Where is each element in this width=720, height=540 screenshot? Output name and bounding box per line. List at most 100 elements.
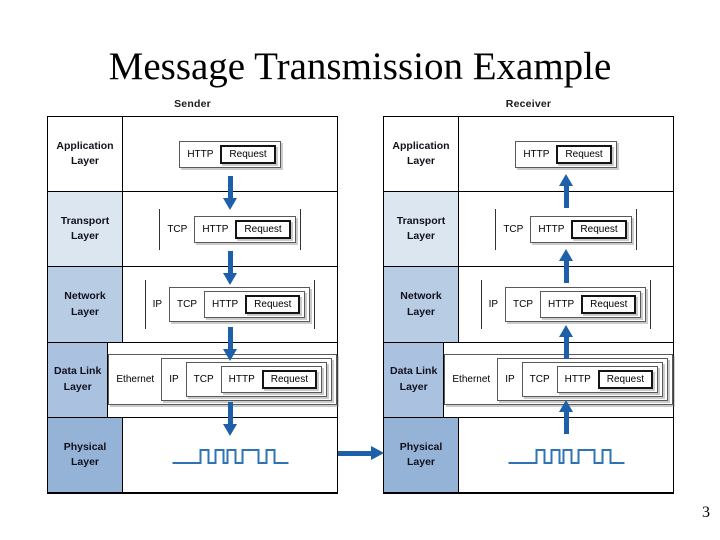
layer-label-line: Transport [396, 215, 446, 228]
packet-box: HTTP Request [194, 215, 296, 243]
packet-box: TCP HTTP Request [159, 208, 301, 250]
packet-segment-ethernet: Ethernet [116, 374, 155, 386]
arrow-head [223, 198, 237, 210]
page-number: 3 [702, 504, 710, 521]
layer-label-line: Layer [406, 305, 436, 318]
packet-segment-tcp: TCP [167, 223, 188, 235]
layer-label-line: Layer [70, 305, 100, 318]
receiver-label: Receiver [505, 98, 552, 110]
down-arrow-icon [223, 176, 237, 210]
layer-label-line: Layer [70, 230, 100, 243]
packet-box: TCP HTTP Request [521, 362, 663, 398]
packet-segment-ip: IP [169, 374, 179, 386]
request-box: Request [235, 219, 291, 239]
packet-box: HTTP Request [220, 366, 322, 394]
request-box: Request [581, 295, 637, 314]
down-arrow-icon [223, 251, 237, 285]
packet-segment-http: HTTP [564, 374, 591, 386]
arrow-stem [227, 251, 233, 273]
layer-label-line: Physical [399, 440, 443, 453]
arrow-stem [227, 402, 233, 424]
arrow-stem [227, 176, 233, 198]
arrow-stem [563, 186, 569, 208]
transmission-arrow-icon [338, 446, 384, 460]
arrow-stem [227, 327, 233, 349]
request-box: Request [556, 144, 612, 164]
layer-label-line: Network [64, 290, 106, 303]
arrow-stem [563, 261, 569, 283]
packet-box: TCP HTTP Request [185, 362, 327, 398]
layer-label-line: Layer [63, 380, 92, 393]
packet-segment-request: Request [590, 299, 628, 310]
packet-segment-tcp: TCP [529, 374, 550, 386]
layer-label-line: Data Link [390, 365, 438, 378]
arrow-head [559, 174, 573, 186]
request-box: Request [220, 144, 276, 164]
packet-segment-http: HTTP [523, 148, 550, 160]
packet-segment-request: Request [244, 223, 282, 235]
layer-label-line: Layer [70, 155, 100, 168]
layer-label-line: Network [400, 290, 442, 303]
request-box: Request [571, 219, 627, 239]
arrow-head [559, 400, 573, 412]
up-arrow-icon [559, 249, 573, 283]
down-arrow-icon [223, 402, 237, 436]
packet-segment-tcp: TCP [193, 374, 214, 386]
square-wave-signal-icon [508, 448, 624, 464]
layer-label-line: Layer [406, 155, 436, 168]
packet-segment-tcp: TCP [177, 299, 198, 310]
up-arrow-icon [559, 400, 573, 434]
packet-segment-tcp: TCP [513, 299, 534, 310]
packet-segment-tcp: TCP [503, 223, 524, 235]
layer-label-line: Physical [63, 440, 107, 453]
arrow-stem [563, 337, 569, 359]
packet-segment-request: Request [606, 374, 644, 386]
packet-box: HTTP Request [556, 366, 658, 394]
slide-title: Message Transmission Example [108, 45, 612, 88]
arrow-head [559, 325, 573, 337]
packet-segment-request: Request [270, 374, 308, 386]
packet-segment-http: HTTP [212, 299, 239, 310]
arrow-stem [563, 412, 569, 434]
packet-box: Ethernet IP TCP HTTP Request [108, 354, 337, 406]
up-arrow-icon [559, 174, 573, 208]
sender-label: Sender [174, 98, 211, 110]
packet-segment-http: HTTP [202, 223, 229, 235]
packet-segment-request: Request [229, 148, 267, 160]
packet-segment-http: HTTP [228, 374, 255, 386]
transmission-arrow-stem [338, 450, 371, 456]
arrow-head [223, 349, 237, 361]
transmission-arrow-head [371, 446, 384, 460]
arrow-head [223, 273, 237, 285]
request-box: Request [597, 370, 653, 390]
